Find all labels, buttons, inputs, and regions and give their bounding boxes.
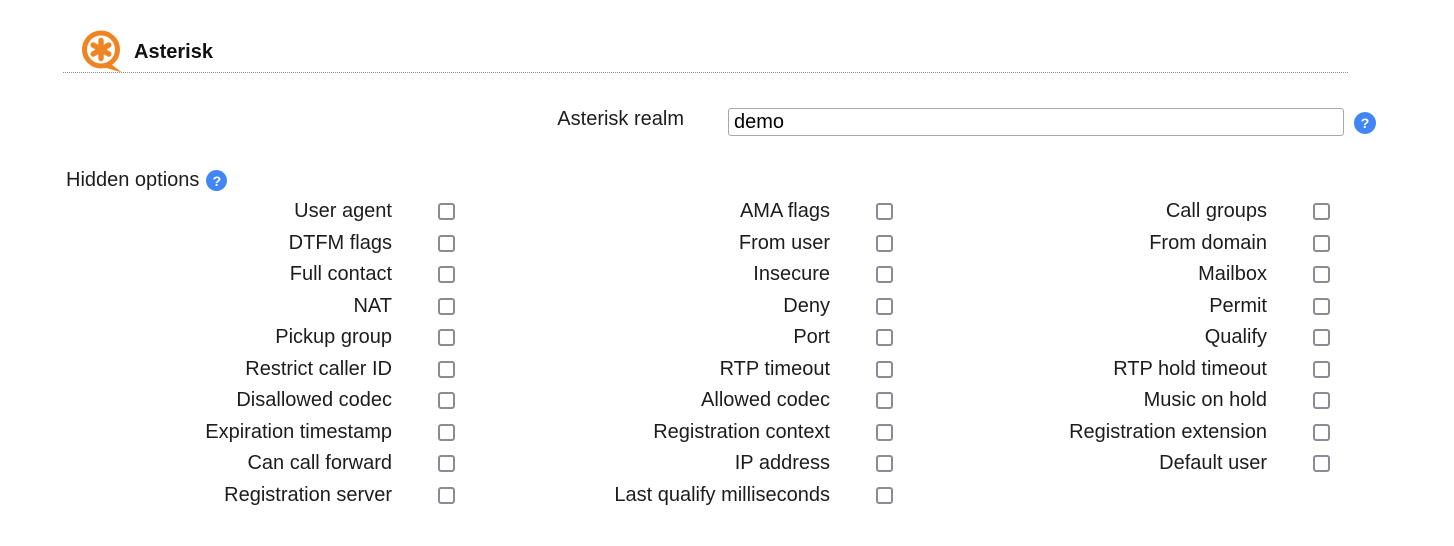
checkbox-cell [1313, 360, 1330, 378]
option-checkbox-permit[interactable] [1313, 297, 1330, 315]
option-label-registration-context: Registration context [653, 420, 830, 443]
option-label-port: Port [793, 326, 830, 349]
option-label-rtp-hold-timeout: RTP hold timeout [1113, 357, 1267, 380]
checkbox-cell [1313, 455, 1330, 473]
option-checkbox-default-user[interactable] [1313, 455, 1330, 473]
option-label-dtfm-flags: DTFM flags [288, 231, 392, 254]
checkbox-cell [1313, 203, 1330, 221]
option-checkbox-expiration-timestamp[interactable] [438, 423, 455, 441]
checkbox-cell [876, 297, 893, 315]
option-label-mailbox: Mailbox [1198, 263, 1267, 286]
checkbox-cell [438, 455, 455, 473]
checkbox-cell [438, 392, 455, 410]
option-label-music-on-hold: Music on hold [1143, 389, 1267, 412]
option-label-from-user: From user [738, 231, 830, 254]
checkbox-cell [1313, 423, 1330, 441]
option-label-ip-address: IP address [734, 452, 830, 475]
option-label-registration-server: Registration server [224, 483, 392, 506]
checkbox-cell [1313, 487, 1330, 504]
option-checkbox-music-on-hold[interactable] [1313, 392, 1330, 410]
checkbox-cell [438, 423, 455, 441]
checkbox-cell [438, 360, 455, 378]
checkbox-cell [438, 486, 455, 504]
help-icon-realm[interactable]: ? [1354, 112, 1376, 134]
option-label-registration-extension: Registration extension [1069, 420, 1267, 443]
checkbox-cell [876, 360, 893, 378]
option-label-disallowed-codec: Disallowed codec [236, 389, 392, 412]
checkbox-cell [876, 329, 893, 347]
option-label-deny: Deny [783, 294, 830, 317]
option-label-nat: NAT [353, 294, 392, 317]
checkbox-cell [1313, 392, 1330, 410]
option-checkbox-allowed-codec[interactable] [876, 392, 893, 410]
option-checkbox-call-groups[interactable] [1313, 203, 1330, 221]
checkbox-cell [876, 486, 893, 504]
checkbox-cell [438, 266, 455, 284]
option-label-last-qualify-milliseconds: Last qualify milliseconds [614, 483, 830, 506]
option-checkbox-user-agent[interactable] [438, 203, 455, 221]
option-label-can-call-forward: Can call forward [247, 452, 392, 475]
option-checkbox-from-user[interactable] [876, 234, 893, 252]
option-label-from-domain: From domain [1149, 231, 1267, 254]
checkbox-cell [876, 392, 893, 410]
option-checkbox-can-call-forward[interactable] [438, 455, 455, 473]
hidden-options-header: Hidden options ? [66, 169, 228, 192]
option-label-default-user: Default user [1159, 452, 1267, 475]
section-divider [63, 72, 1348, 73]
option-checkbox-disallowed-codec[interactable] [438, 392, 455, 410]
option-label-allowed-codec: Allowed codec [701, 389, 830, 412]
asterisk-realm-input[interactable] [728, 108, 1344, 136]
option-checkbox-nat[interactable] [438, 297, 455, 315]
checkbox-cell [1313, 234, 1330, 252]
asterisk-logo-icon [79, 29, 126, 73]
checkbox-cell [438, 203, 455, 221]
option-label-expiration-timestamp: Expiration timestamp [205, 420, 392, 443]
option-checkbox-full-contact[interactable] [438, 266, 455, 284]
option-checkbox-ama-flags[interactable] [876, 203, 893, 221]
option-checkbox-restrict-caller-id[interactable] [438, 360, 455, 378]
option-checkbox-registration-context[interactable] [876, 423, 893, 441]
option-label-call-groups: Call groups [1165, 200, 1267, 223]
checkbox-cell [438, 297, 455, 315]
option-checkbox-from-domain[interactable] [1313, 234, 1330, 252]
option-label-qualify: Qualify [1204, 326, 1267, 349]
option-label-full-contact: Full contact [289, 263, 392, 286]
hidden-options-label: Hidden options [66, 169, 200, 191]
checkbox-cell [876, 455, 893, 473]
option-label-user-agent: User agent [294, 200, 392, 223]
help-icon-hidden-options[interactable]: ? [206, 170, 228, 191]
option-label-ama-flags: AMA flags [739, 200, 830, 223]
option-checkbox-mailbox[interactable] [1313, 266, 1330, 284]
option-checkbox-pickup-group[interactable] [438, 329, 455, 347]
checkbox-cell [876, 234, 893, 252]
asterisk-realm-label: Asterisk realm [557, 108, 684, 130]
checkbox-cell [1313, 329, 1330, 347]
checkbox-cell [1313, 297, 1330, 315]
checkbox-cell [876, 423, 893, 441]
checkbox-cell [438, 329, 455, 347]
option-checkbox-last-qualify-milliseconds[interactable] [876, 486, 893, 504]
checkbox-cell [876, 203, 893, 221]
option-checkbox-ip-address[interactable] [876, 455, 893, 473]
page-title: Asterisk [134, 41, 213, 63]
option-label-rtp-timeout: RTP timeout [719, 357, 830, 380]
option-checkbox-deny[interactable] [876, 297, 893, 315]
option-checkbox-registration-extension[interactable] [1313, 423, 1330, 441]
option-label-restrict-caller-id: Restrict caller ID [245, 357, 392, 380]
option-checkbox-qualify[interactable] [1313, 329, 1330, 347]
checkbox-cell [1313, 266, 1330, 284]
option-label-permit: Permit [1209, 294, 1267, 317]
option-checkbox-registration-server[interactable] [438, 486, 455, 504]
checkbox-cell [876, 266, 893, 284]
checkbox-cell [438, 234, 455, 252]
option-checkbox-rtp-timeout[interactable] [876, 360, 893, 378]
option-label-pickup-group: Pickup group [275, 326, 392, 349]
option-checkbox-rtp-hold-timeout[interactable] [1313, 360, 1330, 378]
option-checkbox-dtfm-flags[interactable] [438, 234, 455, 252]
option-checkbox-insecure[interactable] [876, 266, 893, 284]
option-checkbox-port[interactable] [876, 329, 893, 347]
option-label-insecure: Insecure [753, 263, 830, 286]
